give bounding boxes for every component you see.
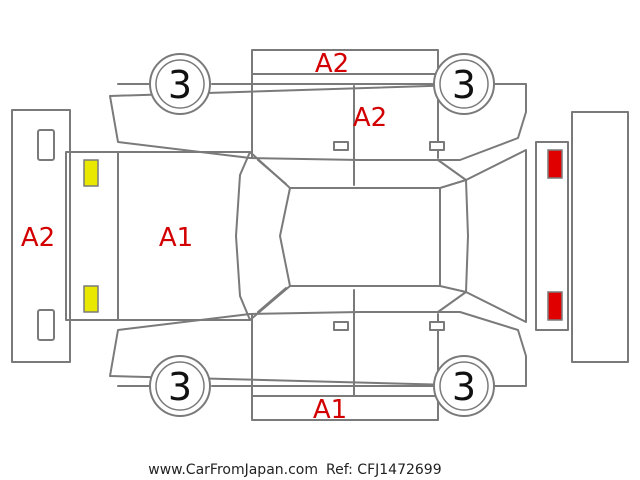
footer-ref: Ref: CFJ1472699 (326, 462, 442, 478)
footer-site: www.CarFromJapan.com (148, 462, 318, 478)
car-body-top-view (65, 141, 569, 331)
taillight-right (547, 291, 563, 321)
rear-bumper (571, 111, 629, 363)
damage-mark-front-bumper: A2 (21, 223, 55, 253)
tire-front-right-label: 3 (168, 365, 192, 409)
headlight-left (83, 159, 99, 187)
tire-front-right: 3 (149, 355, 211, 417)
tire-front-left-label: 3 (168, 63, 192, 107)
taillight-left (547, 149, 563, 179)
tire-rear-left-label: 3 (452, 63, 476, 107)
bottom-sill-strip (251, 395, 439, 421)
top-roof-strip (251, 49, 439, 75)
damage-mark-bonnet: A1 (159, 223, 193, 253)
damage-mark-bottom-sill: A1 (313, 395, 347, 425)
lower-side-profile (109, 289, 527, 397)
damage-mark-rear-door-upper: A2 (353, 103, 387, 133)
tire-rear-right: 3 (433, 355, 495, 417)
tire-rear-left: 3 (433, 53, 495, 115)
headlight-right (83, 285, 99, 313)
tire-front-left: 3 (149, 53, 211, 115)
front-bumper (11, 109, 71, 363)
tire-rear-right-label: 3 (452, 365, 476, 409)
damage-mark-roof-top-edge: A2 (315, 49, 349, 79)
